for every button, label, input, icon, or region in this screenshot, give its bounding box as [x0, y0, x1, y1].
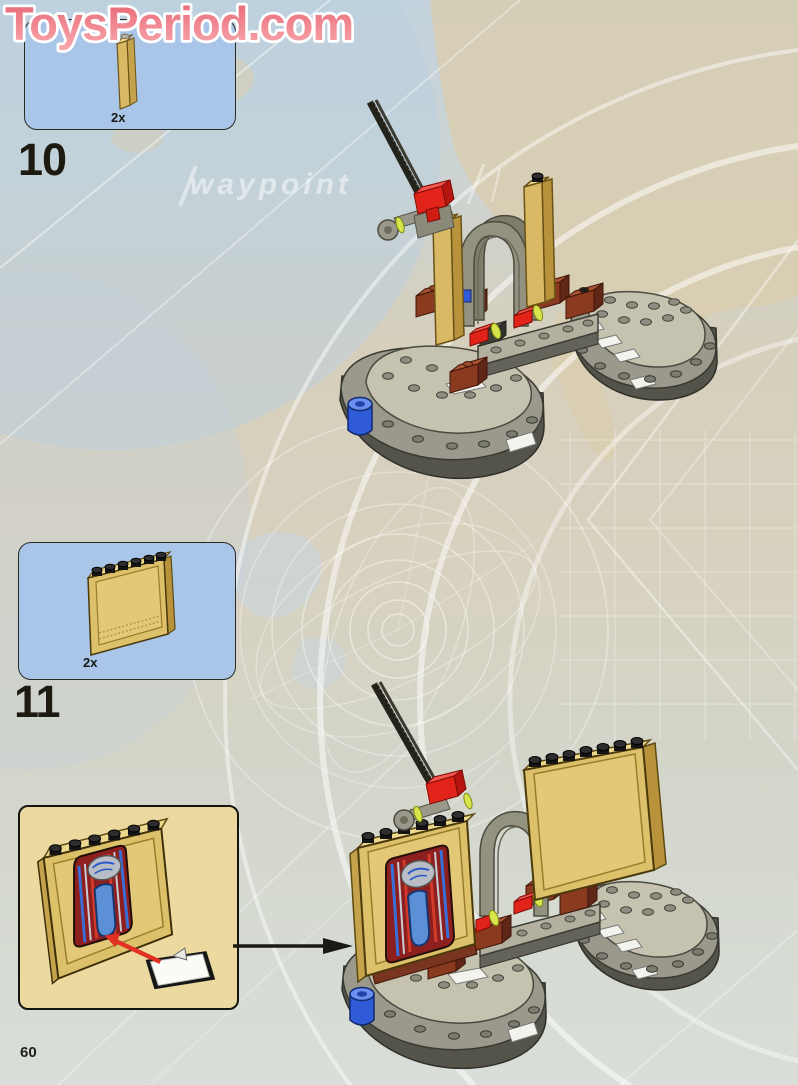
sticker-apply-arrow-icon [104, 933, 162, 964]
quantity-label: 2x [111, 110, 126, 125]
page-number: 60 [20, 1044, 37, 1061]
step-11-parts-box: 2x [18, 542, 236, 680]
step-11-assembly-image [341, 681, 720, 1070]
map-watermark-label: waypoint [190, 168, 353, 201]
antenna-rods [366, 99, 427, 198]
sticker-application-image [37, 817, 216, 990]
callout-arrow-icon [233, 938, 353, 954]
part-1x2x5-brick-image [115, 33, 138, 111]
sticker-sheet [145, 947, 216, 990]
toysperiod-watermark: ToysPeriod.com [2, 0, 357, 53]
step-10-number: 10 [18, 134, 67, 185]
step-11-number: 11 [14, 676, 61, 727]
sticker-callout-box [18, 805, 239, 1010]
red-connectors [469, 304, 544, 347]
red-top-piece [425, 769, 467, 805]
step-10-parts-box: 2x [24, 19, 236, 130]
right-panel [521, 737, 667, 902]
axle-assembly [377, 200, 455, 241]
part-1x6x5-panel-image [86, 550, 176, 656]
red-top-piece [413, 179, 455, 223]
jukebox-sticker [385, 844, 456, 964]
antenna-rods [370, 681, 439, 788]
step-10-assembly-image [339, 99, 718, 480]
watermark-text: ToysPeriod.com [5, 0, 353, 50]
jukebox-sticker [73, 844, 133, 948]
quantity-label: 2x [83, 655, 98, 670]
